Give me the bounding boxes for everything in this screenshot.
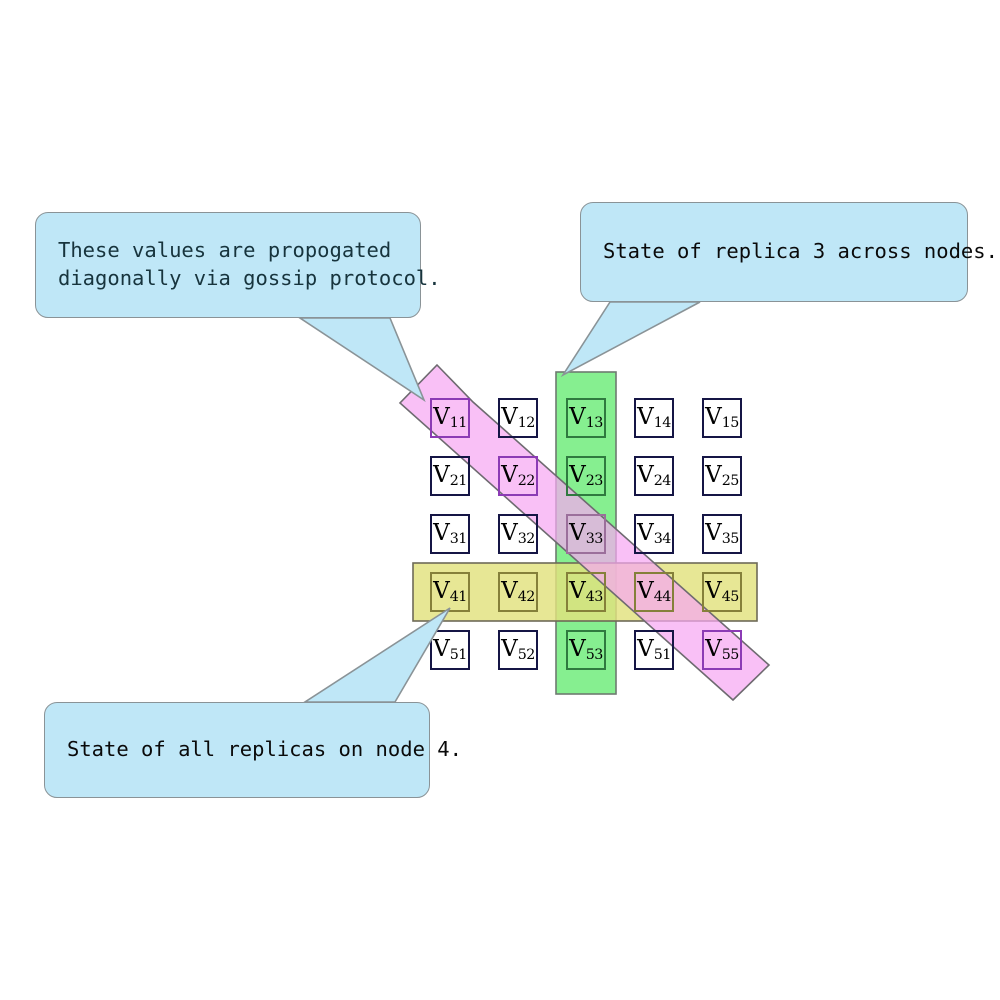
grid-cell-v41[interactable]: V41 xyxy=(430,572,470,612)
grid-cell-v43[interactable]: V43 xyxy=(566,572,606,612)
grid-cell-label: V23 xyxy=(569,461,603,489)
grid-cell-label: V44 xyxy=(637,577,671,605)
grid-cell-v13[interactable]: V13 xyxy=(566,398,606,438)
grid-cell-v53[interactable]: V53 xyxy=(566,630,606,670)
grid-cell-v33[interactable]: V33 xyxy=(566,514,606,554)
callout-gossip-text: These values are propogated diagonally v… xyxy=(58,238,441,290)
grid-cell-label: V13 xyxy=(569,403,603,431)
grid-cell-label: V14 xyxy=(637,403,671,431)
grid-cell-v22[interactable]: V22 xyxy=(498,456,538,496)
grid-cell-v31[interactable]: V31 xyxy=(430,514,470,554)
grid-cell-label: V32 xyxy=(501,519,535,547)
grid-cell-v11[interactable]: V11 xyxy=(430,398,470,438)
callout-replica-3-text: State of replica 3 across nodes. xyxy=(603,239,998,264)
grid-cell-label: V43 xyxy=(569,577,603,605)
grid-cell-v42[interactable]: V42 xyxy=(498,572,538,612)
grid-cell-v44[interactable]: V44 xyxy=(634,572,674,612)
grid-cell-label: V22 xyxy=(501,461,535,489)
grid-cell-label: V51 xyxy=(637,635,671,663)
grid-cell-v51[interactable]: V51 xyxy=(634,630,674,670)
grid-cell-label: V41 xyxy=(433,577,467,605)
grid-cell-label: V52 xyxy=(501,635,535,663)
grid-cell-label: V24 xyxy=(637,461,671,489)
grid-cell-label: V12 xyxy=(501,403,535,431)
grid-cell-label: V21 xyxy=(433,461,467,489)
callout-tail-gossip xyxy=(297,317,426,403)
grid-cell-label: V51 xyxy=(433,635,467,663)
grid-cell-v21[interactable]: V21 xyxy=(430,456,470,496)
grid-cell-label: V31 xyxy=(433,519,467,547)
grid-cell-v24[interactable]: V24 xyxy=(634,456,674,496)
grid-cell-label: V35 xyxy=(705,519,739,547)
grid-cell-label: V53 xyxy=(569,635,603,663)
callout-tail-node-4 xyxy=(302,607,451,703)
callout-tail-replica-3 xyxy=(560,301,701,378)
callout-gossip-diagonal[interactable]: These values are propogated diagonally v… xyxy=(35,212,441,318)
grid-cell-v25[interactable]: V25 xyxy=(702,456,742,496)
grid-cell-v23[interactable]: V23 xyxy=(566,456,606,496)
grid-cell-v55[interactable]: V55 xyxy=(702,630,742,670)
grid-cell-label: V34 xyxy=(637,519,671,547)
callout-replica-3[interactable]: State of replica 3 across nodes. xyxy=(580,202,998,302)
grid-cell-v12[interactable]: V12 xyxy=(498,398,538,438)
grid-cell-v51[interactable]: V51 xyxy=(430,630,470,670)
callout-node-4-text: State of all replicas on node 4. xyxy=(67,737,462,762)
grid-cell-v14[interactable]: V14 xyxy=(634,398,674,438)
grid-cell-label: V55 xyxy=(705,635,739,663)
grid-cell-label: V11 xyxy=(433,403,467,431)
grid-cell-v45[interactable]: V45 xyxy=(702,572,742,612)
grid-cell-label: V45 xyxy=(705,577,739,605)
grid-cell-v34[interactable]: V34 xyxy=(634,514,674,554)
grid-cell-v32[interactable]: V32 xyxy=(498,514,538,554)
grid-cell-label: V15 xyxy=(705,403,739,431)
grid-cell-label: V25 xyxy=(705,461,739,489)
grid-cell-label: V42 xyxy=(501,577,535,605)
callout-node-4[interactable]: State of all replicas on node 4. xyxy=(44,702,462,798)
grid-cell-v52[interactable]: V52 xyxy=(498,630,538,670)
grid-cell-label: V33 xyxy=(569,519,603,547)
band-gossip-diagonal xyxy=(398,363,771,702)
grid-cell-v35[interactable]: V35 xyxy=(702,514,742,554)
grid-cell-v15[interactable]: V15 xyxy=(702,398,742,438)
